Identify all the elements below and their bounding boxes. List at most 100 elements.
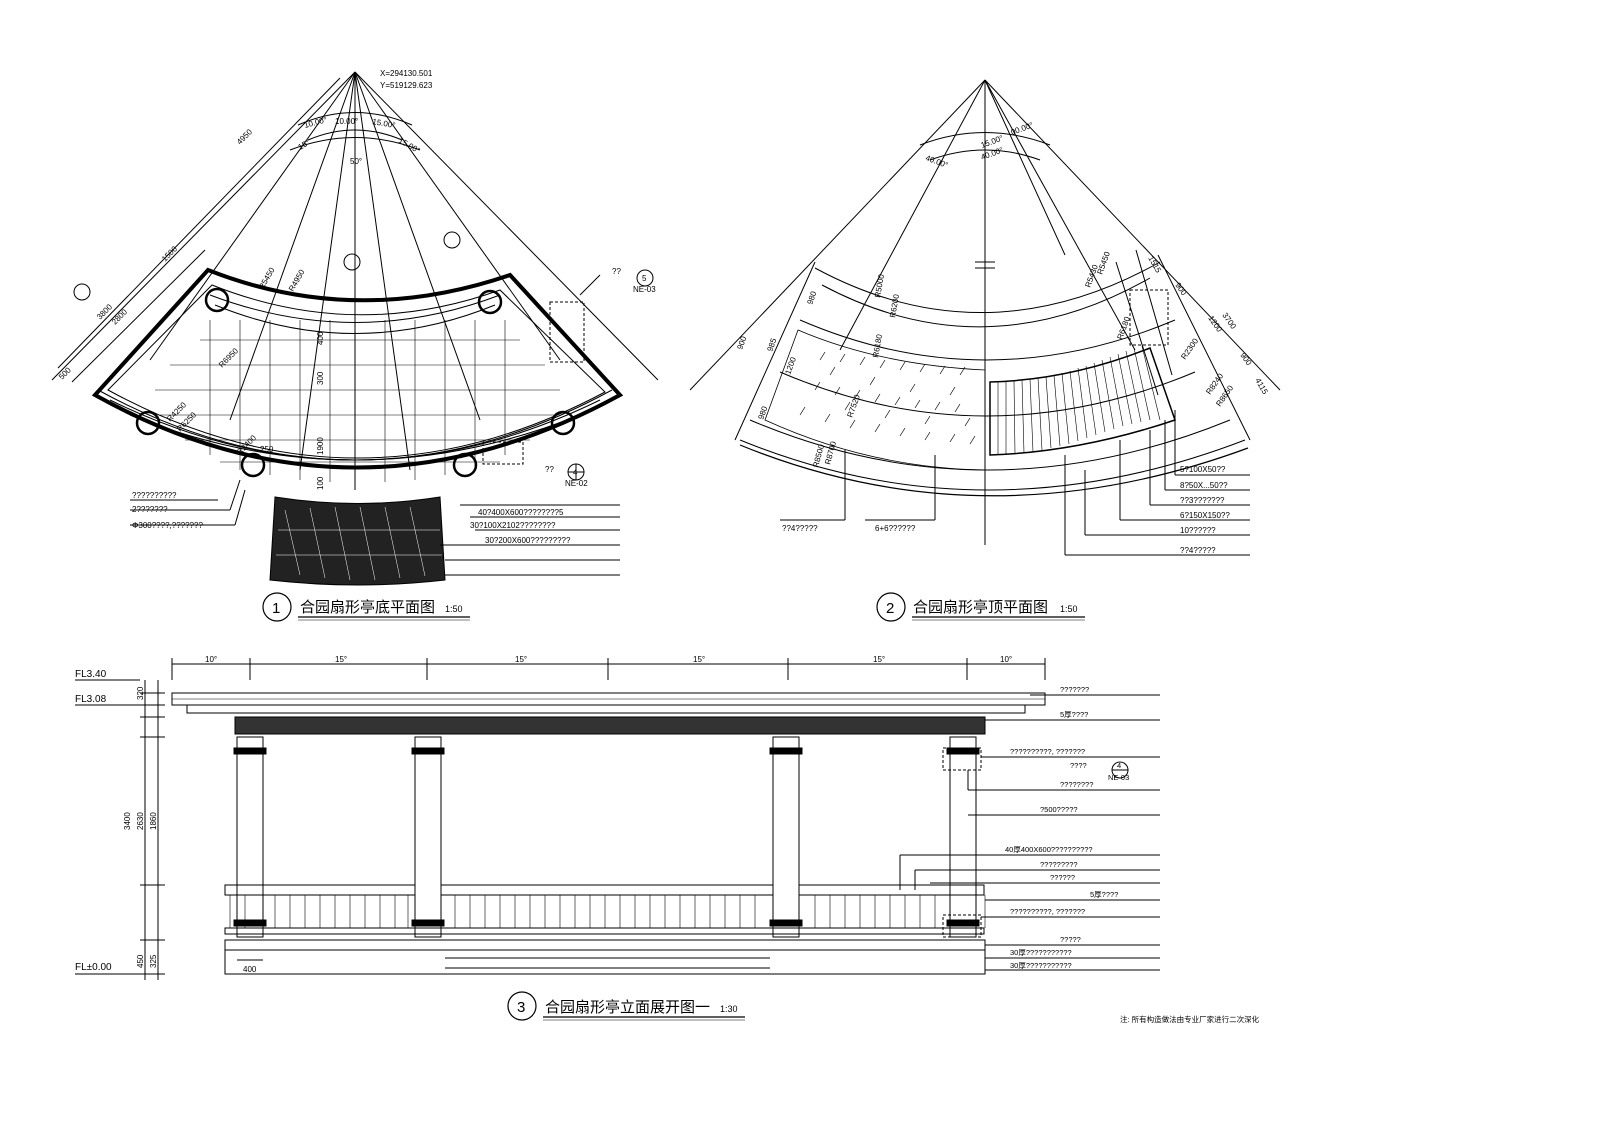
elev-label: ????? bbox=[1060, 935, 1081, 944]
angle-label: 15.00° bbox=[372, 117, 396, 130]
callout-text: 10?????? bbox=[1180, 526, 1216, 535]
vdim-label: 325 bbox=[149, 954, 158, 968]
dim-label: 980 bbox=[756, 405, 769, 421]
angle-label: 15° bbox=[335, 655, 347, 664]
callout-text: ??3??????? bbox=[1180, 496, 1225, 505]
dim-label: 250 bbox=[260, 445, 274, 454]
callout-text: 6+6?????? bbox=[875, 524, 916, 533]
dim-label: 1900 bbox=[316, 437, 325, 455]
callout-text: 5?100X50?? bbox=[1180, 465, 1226, 474]
elev-label: 30厚??????????? bbox=[1010, 948, 1072, 957]
elevation-3 bbox=[75, 658, 1160, 980]
elev-label: 5厚???? bbox=[1060, 710, 1088, 719]
title-circle bbox=[507, 991, 537, 1021]
callout-text: 2??????? bbox=[132, 505, 168, 514]
elev-label: 40厚400X600?????????? bbox=[1005, 845, 1093, 854]
dim-label: 100 bbox=[316, 476, 325, 490]
elev-label: ??????????, ??????? bbox=[1010, 907, 1085, 916]
callout-text: Φ300????,??????? bbox=[132, 521, 203, 530]
drawing-scale: 1:50 bbox=[445, 604, 463, 614]
angle-label: 15° bbox=[873, 655, 885, 664]
dim-label: 1515 bbox=[1146, 255, 1163, 275]
dim-label: 980 bbox=[805, 290, 818, 306]
section-ref: ?? bbox=[612, 267, 621, 276]
dim-label: R6180 bbox=[871, 333, 884, 358]
level-label: FL3.40 bbox=[75, 669, 107, 680]
dim-label: R4950 bbox=[287, 268, 307, 293]
coord-y: Y=519129.623 bbox=[380, 81, 433, 90]
drawing-number: 3 bbox=[517, 999, 525, 1016]
dim-label: 985 bbox=[765, 337, 778, 353]
callout-text: ?????????? bbox=[132, 491, 177, 500]
callout-text: 40?400X600????????5 bbox=[478, 508, 564, 517]
angle-label: 10.00° bbox=[335, 117, 358, 126]
elev-label: ?????? bbox=[1050, 873, 1075, 882]
dim-label: 400 bbox=[316, 331, 325, 345]
angle-label: 40.00° bbox=[924, 153, 949, 169]
drawing-title: 合园扇形亭立面展开图一 bbox=[545, 998, 710, 1016]
angle-label: 15.00° bbox=[397, 136, 422, 155]
plan2-annotations: 40.00° 15.00° 40.00° 00.00° R5000 R6200 … bbox=[735, 120, 1270, 622]
elevation-annotations: 10° 15° 15° 15° 15° 10° FL3.40 FL3.08 FL… bbox=[75, 655, 1260, 1024]
callout-text: ??4????? bbox=[1180, 546, 1216, 555]
drawing-scale: 1:50 bbox=[1060, 604, 1078, 614]
dim-label: R5000 bbox=[873, 273, 886, 298]
elev-label: ??????? bbox=[1060, 685, 1089, 694]
section-ref: 4 bbox=[573, 468, 578, 477]
dim-label: R6200 bbox=[888, 293, 901, 318]
section-ref: NE-02 bbox=[565, 479, 588, 488]
dim-label: 900 bbox=[1173, 281, 1188, 298]
plan1-floor-plan bbox=[51, 71, 659, 586]
callout-text: 8?50X...50?? bbox=[1180, 481, 1228, 490]
dim-label: R6950 bbox=[217, 346, 240, 369]
angle-label: 10° bbox=[1000, 655, 1012, 664]
elev-label: ?500????? bbox=[1040, 805, 1078, 814]
vdim-label: 450 bbox=[136, 954, 145, 968]
drawing-title: 合园扇形亭顶平面图 bbox=[913, 598, 1048, 616]
dim-label: R5450 bbox=[1095, 250, 1112, 276]
drawing-scale: 1:30 bbox=[720, 1004, 738, 1014]
section-ref: 5 bbox=[642, 274, 647, 283]
dim-label: R5450 bbox=[257, 266, 277, 291]
dim-label: 1200 bbox=[783, 355, 798, 375]
dim-label: 900 bbox=[1238, 351, 1253, 368]
dim-label: 900 bbox=[735, 335, 748, 351]
elev-label: ????????? bbox=[1040, 860, 1078, 869]
dim-label: 500 bbox=[57, 365, 73, 381]
section-ref: ?? bbox=[545, 465, 554, 474]
level-label: FL±0.00 bbox=[75, 962, 112, 973]
angle-label: 00.00° bbox=[1010, 120, 1035, 136]
vdim-label: 1860 bbox=[149, 812, 158, 830]
coord-x: X=294130.501 bbox=[380, 69, 433, 78]
elev-label: 30厚??????????? bbox=[1010, 961, 1072, 970]
elev-label: ??????????, ??????? bbox=[1010, 747, 1085, 756]
drawing-title: 合园扇形亭底平面图 bbox=[300, 598, 435, 616]
callout-text: 30?200X600????????? bbox=[485, 536, 571, 545]
dim-label: R8500 bbox=[811, 443, 826, 469]
section-ref: NE-03 bbox=[1108, 773, 1129, 782]
vdim-label: 3400 bbox=[123, 812, 132, 830]
dim-label: 4950 bbox=[235, 127, 254, 146]
hdim-label: 400 bbox=[243, 965, 257, 974]
angle-label: 15° bbox=[693, 655, 705, 664]
vdim-label: 2630 bbox=[136, 812, 145, 830]
drawing-number: 1 bbox=[272, 600, 280, 617]
section-ref: NE-03 bbox=[633, 285, 656, 294]
callout-text: 30?100X2102???????? bbox=[470, 521, 556, 530]
level-label: FL3.08 bbox=[75, 694, 107, 705]
callout-text: ??4????? bbox=[782, 524, 818, 533]
elev-label: ???????? bbox=[1060, 780, 1093, 789]
angle-label: 15° bbox=[515, 655, 527, 664]
title-circle bbox=[262, 592, 292, 622]
drawing-number: 2 bbox=[886, 600, 894, 617]
section-ref: 4 bbox=[1117, 761, 1121, 770]
callout-text: 6?150X150?? bbox=[1180, 511, 1230, 520]
elev-label: ???? bbox=[1070, 761, 1087, 770]
dim-label: 2800 bbox=[110, 307, 129, 326]
title-circle bbox=[876, 592, 906, 622]
angle-label: 10° bbox=[205, 655, 217, 664]
angle-label: 50° bbox=[350, 157, 362, 166]
dim-label: 300 bbox=[316, 371, 325, 385]
elev-label: 5厚???? bbox=[1090, 890, 1118, 899]
